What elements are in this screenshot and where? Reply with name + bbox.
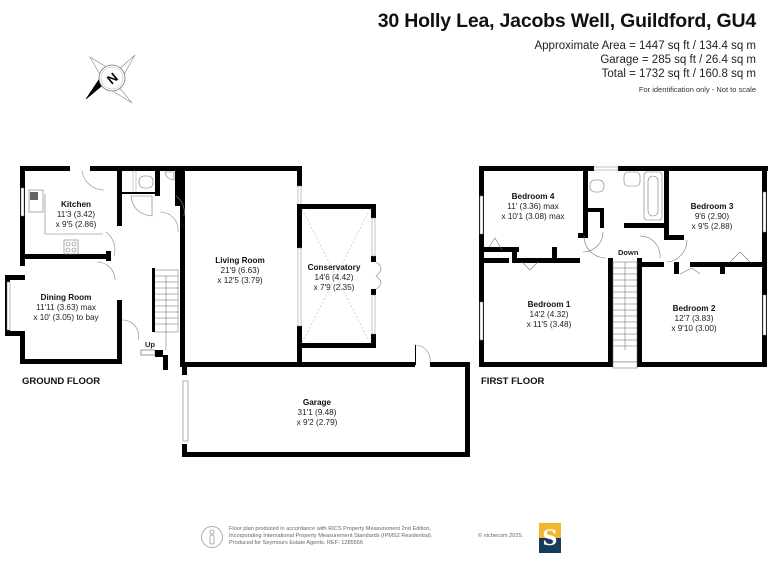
- footer-line: Floor plan produced in accordance with R…: [229, 526, 432, 532]
- scale-note: For identification only - Not to scale: [638, 85, 756, 94]
- room-dimension: 9'6 (2.90): [694, 212, 730, 221]
- ground-floor-label: GROUND FLOOR: [22, 376, 101, 387]
- room-name: Bedroom 1: [527, 300, 571, 309]
- room-dimension: x 7'9 (2.35): [313, 283, 355, 292]
- room-name: Kitchen: [60, 200, 92, 209]
- stairs-down-label: Down: [618, 248, 639, 257]
- room-dimension: 11'3 (3.42): [56, 210, 96, 219]
- ground-floor-plan: [5, 166, 470, 457]
- total-area: Total = 1732 sq ft / 160.8 sq m: [601, 68, 756, 80]
- room-dimension: x 9'5 (2.88): [691, 222, 733, 231]
- room-name: Garage: [302, 398, 332, 407]
- footer-text: Floor plan produced in accordance with R…: [229, 526, 523, 548]
- room-garage: Garage 31'1 (9.48) x 9'2 (2.79): [297, 398, 338, 428]
- room-name: Living Room: [215, 256, 265, 265]
- room-name: Dining Room: [40, 293, 92, 302]
- room-kitchen: Kitchen 11'3 (3.42) x 9'5 (2.86): [56, 200, 97, 230]
- room-dining-room: Dining Room 11'11 (3.63) max x 10' (3.05…: [33, 293, 98, 323]
- room-conservatory: Conservatory 14'6 (4.42) x 7'9 (2.35): [308, 263, 361, 293]
- seymours-logo: S: [539, 523, 561, 553]
- footer-line: Incorporating International Property Mea…: [229, 533, 433, 540]
- property-title: 30 Holly Lea, Jacobs Well, Guildford, GU…: [377, 10, 756, 32]
- stairs-up-label: Up: [145, 340, 155, 349]
- copyright: © nichecom 2025.: [478, 533, 524, 539]
- compass-north-icon: N: [85, 54, 136, 104]
- room-dimension: x 10' (3.05) to bay: [33, 313, 99, 322]
- info-person-icon: [201, 526, 223, 548]
- approximate-area: Approximate Area = 1447 sq ft / 134.4 sq…: [534, 40, 756, 52]
- room-living-room: Living Room 21'9 (6.63) x 12'5 (3.79): [215, 256, 265, 286]
- room-dimension: 14'6 (4.42): [314, 273, 354, 282]
- garage-area: Garage = 285 sq ft / 26.4 sq m: [600, 54, 756, 66]
- room-dimension: 12'7 (3.83): [674, 314, 714, 323]
- room-bedroom-1: Bedroom 1 14'2 (4.32) x 11'5 (3.48): [527, 300, 572, 330]
- room-name: Bedroom 4: [511, 192, 555, 201]
- room-dimension: 11'11 (3.63) max: [36, 303, 96, 312]
- room-dimension: x 9'5 (2.86): [55, 220, 97, 229]
- room-name: Bedroom 2: [672, 304, 716, 313]
- room-dimension: x 12'5 (3.79): [217, 276, 263, 285]
- room-dimension: 21'9 (6.63): [220, 266, 260, 275]
- first-floor-label: FIRST FLOOR: [481, 376, 545, 387]
- room-dimension: x 11'5 (3.48): [526, 320, 572, 329]
- logo-letter: S: [542, 525, 558, 550]
- room-bedroom-4: Bedroom 4 11' (3.36) max x 10'1 (3.08) m…: [502, 192, 565, 222]
- room-dimension: x 10'1 (3.08) max: [501, 212, 565, 221]
- room-dimension: x 9'2 (2.79): [296, 418, 338, 427]
- room-dimension: 31'1 (9.48): [297, 408, 337, 417]
- room-bedroom-3: Bedroom 3 9'6 (2.90) x 9'5 (2.88): [691, 202, 734, 232]
- footer-line: Produced for Seymours Estate Agents. REF…: [229, 540, 364, 547]
- room-dimension: x 9'10 (3.00): [671, 324, 717, 333]
- room-dimension: 11' (3.36) max: [507, 202, 559, 211]
- first-floor-plan: [479, 166, 768, 369]
- room-name: Bedroom 3: [690, 202, 734, 211]
- room-dimension: 14'2 (4.32): [529, 310, 569, 319]
- room-bedroom-2: Bedroom 2 12'7 (3.83) x 9'10 (3.00): [671, 304, 716, 334]
- room-name: Conservatory: [307, 263, 361, 272]
